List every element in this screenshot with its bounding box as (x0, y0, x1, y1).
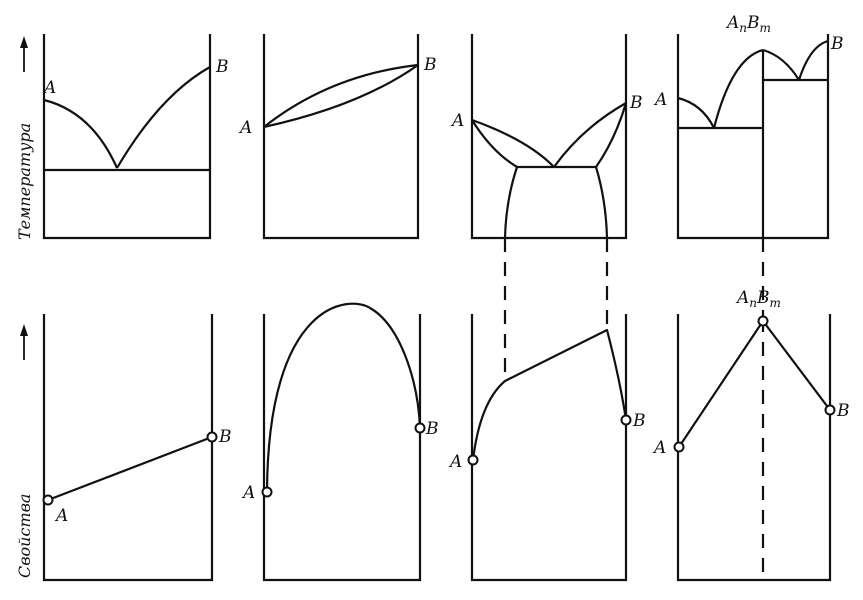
compound-label-a: A (735, 288, 749, 308)
label-a: A (448, 452, 462, 472)
label-a: A (241, 483, 255, 503)
liquidus-b-branch (797, 39, 829, 81)
label-b: B (218, 427, 232, 447)
panel-frame (470, 314, 628, 582)
liquidus-b-branch (116, 66, 211, 169)
property-line (47, 435, 213, 502)
solidus-b-branch (595, 102, 628, 168)
compound-label-n: n (749, 296, 757, 310)
panel-frame (42, 34, 212, 240)
label-b: B (215, 57, 229, 77)
label-b: B (425, 419, 439, 439)
panel-frame (676, 314, 832, 582)
liquidus-a-branch (677, 96, 715, 129)
panel-frame (262, 34, 420, 240)
panel-curved-property: A B (241, 302, 439, 582)
panel-frame (262, 314, 422, 582)
label-b: B (629, 93, 643, 113)
panel-eutectic-diagram: A B (42, 34, 229, 240)
compound-label-m: m (760, 21, 771, 35)
point-b (206, 431, 218, 443)
liquidus-a-branch (43, 98, 119, 169)
label-b: B (423, 55, 437, 75)
label-a: A (653, 90, 667, 110)
temperature-axis-title: Температура (15, 123, 34, 240)
panel-linear-property: A B (42, 314, 232, 582)
label-a: A (652, 438, 666, 458)
panel-frame (676, 34, 830, 240)
label-b: B (836, 401, 850, 421)
liquidus-a-branch (471, 118, 555, 168)
panel-isomorphous-diagram: A B (238, 34, 437, 240)
property-curve (265, 302, 422, 493)
point-a (673, 441, 685, 453)
point-compound (757, 315, 769, 327)
compound-label-m: m (770, 296, 781, 310)
point-b (824, 404, 836, 416)
compound-label-a: A (725, 13, 739, 33)
panel-limited-solubility-property: A B (448, 314, 646, 582)
panel-frame (42, 314, 214, 582)
solidus-a-branch (471, 119, 518, 168)
point-b (620, 414, 632, 426)
temperature-axis-arrow (20, 36, 28, 72)
label-a: A (42, 78, 56, 98)
point-a (42, 494, 54, 506)
panel-compound-diagram: A B AnBm (653, 13, 844, 240)
label-b: B (830, 34, 844, 54)
panel-compound-property: A B AnBm (652, 288, 850, 582)
liquidus-compound-left (712, 48, 764, 129)
compound-label-n: n (739, 21, 747, 35)
liquidus-b-branch (553, 102, 627, 168)
properties-axis-arrow (20, 324, 28, 360)
liquidus-compound-right (762, 48, 800, 81)
label-a: A (54, 506, 68, 526)
property-curve (471, 328, 628, 461)
compound-label-b: B (746, 13, 760, 33)
solvus-b (594, 166, 609, 239)
property-polyline (678, 319, 831, 448)
label-b: B (632, 411, 646, 431)
label-a: A (238, 118, 252, 138)
panel-frame (470, 34, 628, 240)
panel-limited-solubility-diagram: A B (450, 34, 643, 240)
point-a (261, 486, 273, 498)
liquidus-curve (263, 63, 419, 128)
solidus-curve (263, 64, 419, 129)
compound-label-b: B (756, 288, 770, 308)
point-a (467, 454, 479, 466)
compound-label: AnBm (735, 288, 781, 310)
solvus-a (503, 166, 519, 239)
point-b (414, 422, 426, 434)
label-a: A (450, 111, 464, 131)
properties-axis-title: Свойства (15, 494, 34, 578)
compound-label: AnBm (725, 13, 771, 35)
